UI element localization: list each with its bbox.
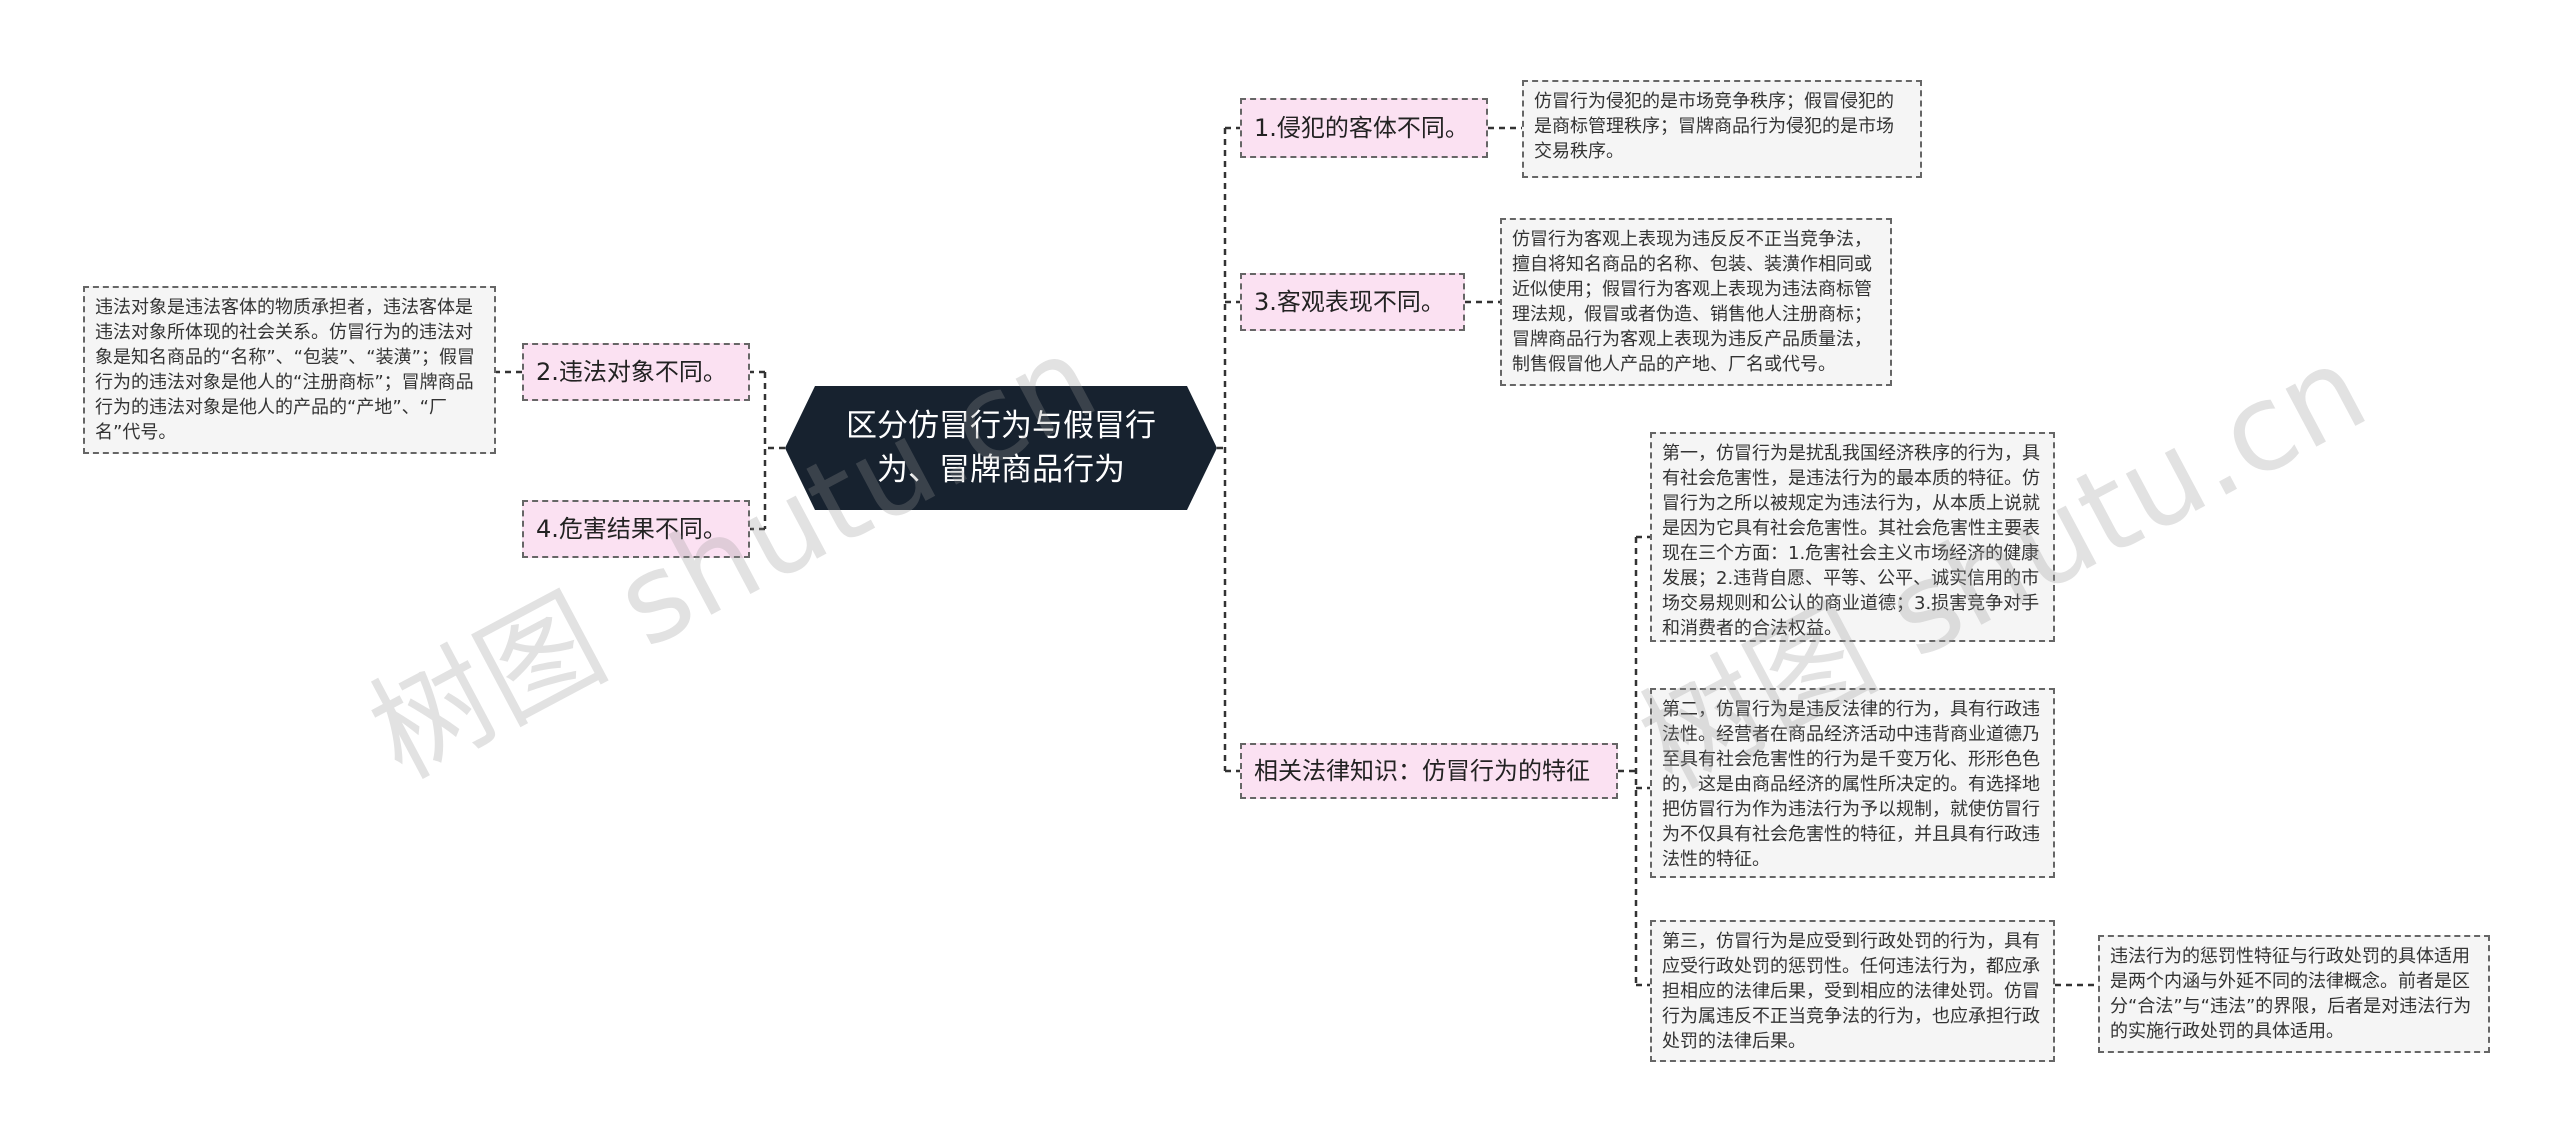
branch-label: 1.侵犯的客体不同。 [1254, 114, 1469, 142]
root-topic[interactable]: 区分仿冒行为与假冒行为、冒牌商品行为 [785, 386, 1217, 510]
branch-object-infringed[interactable]: 1.侵犯的客体不同。 [1240, 98, 1488, 158]
leaf-text: 第三，仿冒行为是应受到行政处罚的行为，具有应受行政处罚的惩罚性。任何违法行为，都… [1662, 931, 2040, 1052]
leaf-object-infringed-detail[interactable]: 仿冒行为侵犯的是市场竞争秩序；假冒侵犯的是商标管理秩序；冒牌商品行为侵犯的是市场… [1522, 80, 1922, 178]
leaf-text: 仿冒行为侵犯的是市场竞争秩序；假冒侵犯的是商标管理秩序；冒牌商品行为侵犯的是市场… [1534, 91, 1894, 162]
leaf-objective-manifestation-detail[interactable]: 仿冒行为客观上表现为违反反不正当竞争法，擅自将知名商品的名称、包装、装潢作相同或… [1500, 218, 1892, 386]
branch-label: 4.危害结果不同。 [536, 515, 727, 543]
branch-illegal-object[interactable]: 2.违法对象不同。 [522, 343, 750, 401]
leaf-feature-third[interactable]: 第三，仿冒行为是应受到行政处罚的行为，具有应受行政处罚的惩罚性。任何违法行为，都… [1650, 920, 2055, 1062]
leaf-feature-first[interactable]: 第一，仿冒行为是扰乱我国经济秩序的行为，具有社会危害性，是违法行为的最本质的特征… [1650, 432, 2055, 642]
leaf-feature-second[interactable]: 第二，仿冒行为是违反法律的行为，具有行政违法性。经营者在商品经济活动中违背商业道… [1650, 688, 2055, 878]
leaf-text: 违法对象是违法客体的物质承担者，违法客体是违法对象所体现的社会关系。仿冒行为的违… [95, 297, 475, 443]
branch-legal-knowledge[interactable]: 相关法律知识：仿冒行为的特征 [1240, 743, 1618, 799]
leaf-feature-third-note[interactable]: 违法行为的惩罚性特征与行政处罚的具体适用是两个内涵与外延不同的法律概念。前者是区… [2098, 935, 2490, 1053]
root-topic-label: 区分仿冒行为与假冒行为、冒牌商品行为 [846, 408, 1156, 488]
leaf-text: 第二，仿冒行为是违反法律的行为，具有行政违法性。经营者在商品经济活动中违背商业道… [1662, 699, 2040, 870]
leaf-illegal-object-detail[interactable]: 违法对象是违法客体的物质承担者，违法客体是违法对象所体现的社会关系。仿冒行为的违… [83, 286, 496, 454]
branch-objective-manifestation[interactable]: 3.客观表现不同。 [1240, 273, 1465, 331]
leaf-text: 仿冒行为客观上表现为违反反不正当竞争法，擅自将知名商品的名称、包装、装潢作相同或… [1512, 229, 1872, 375]
leaf-text: 违法行为的惩罚性特征与行政处罚的具体适用是两个内涵与外延不同的法律概念。前者是区… [2110, 946, 2472, 1042]
branch-label: 2.违法对象不同。 [536, 358, 727, 386]
branch-harm-result[interactable]: 4.危害结果不同。 [522, 500, 750, 558]
branch-label: 相关法律知识：仿冒行为的特征 [1254, 757, 1590, 785]
branch-label: 3.客观表现不同。 [1254, 288, 1445, 316]
leaf-text: 第一，仿冒行为是扰乱我国经济秩序的行为，具有社会危害性，是违法行为的最本质的特征… [1662, 443, 2040, 639]
